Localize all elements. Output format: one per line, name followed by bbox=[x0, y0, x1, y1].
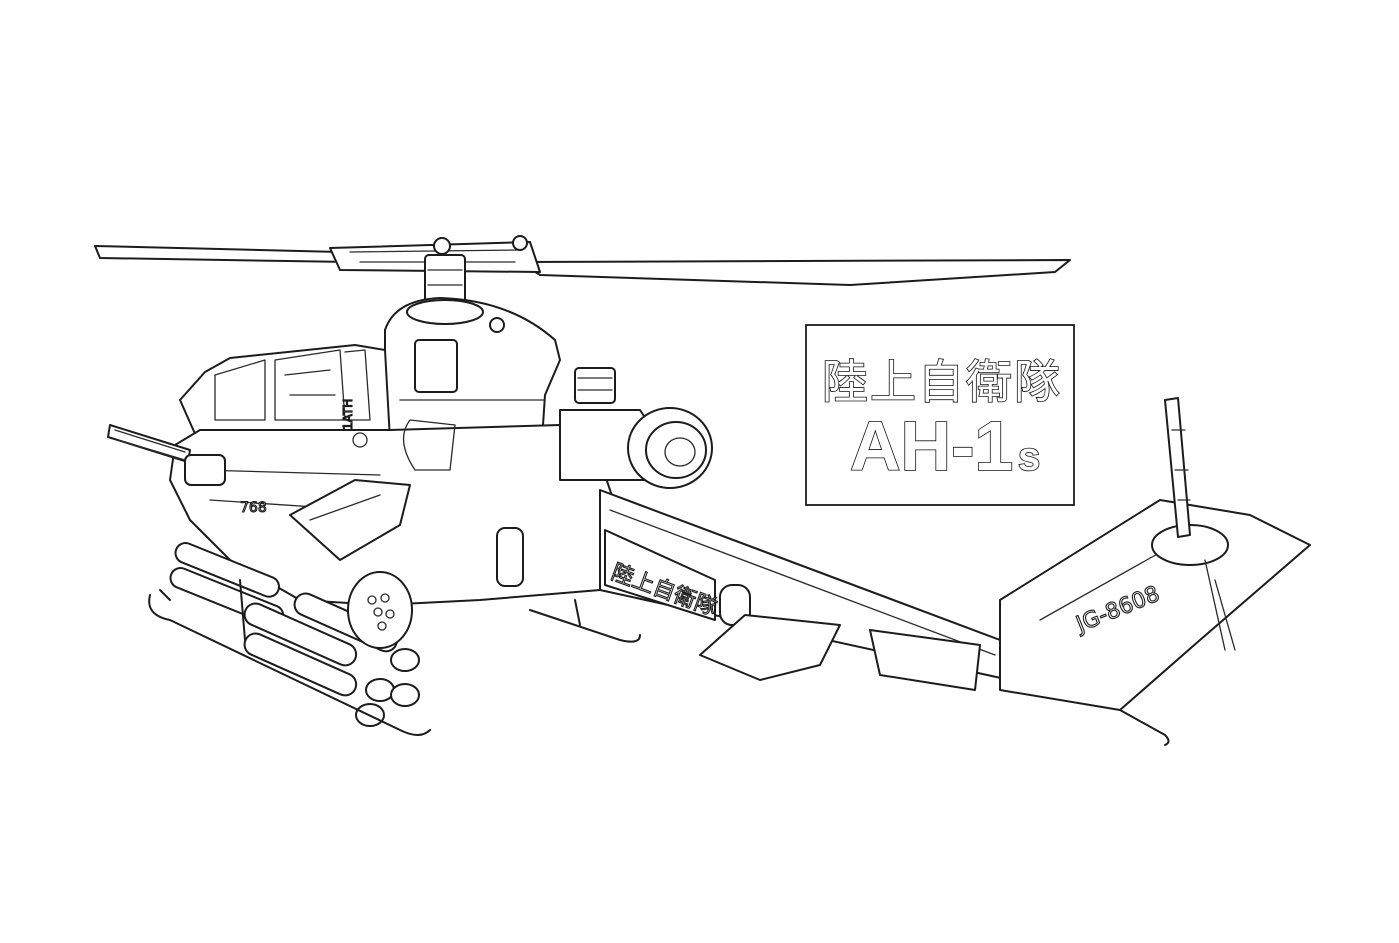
title-model: AH-1 bbox=[850, 407, 1013, 485]
title-model-suffix: s bbox=[1018, 435, 1040, 479]
nose-number-marking: 768 bbox=[240, 500, 267, 516]
tail-boom bbox=[599, 489, 1011, 691]
stub-wing bbox=[289, 479, 411, 561]
weapon-pods bbox=[169, 542, 420, 727]
title-japanese: 陸上自衛隊 bbox=[822, 355, 1062, 409]
title-box: 陸上自衛隊 AH-1 s bbox=[805, 324, 1075, 506]
nose-gun bbox=[107, 424, 226, 486]
tail-fin bbox=[999, 397, 1311, 746]
engine-exhaust bbox=[559, 367, 713, 489]
cockpit-text-marking: 1ATH bbox=[341, 399, 355, 430]
landing-skids bbox=[148, 579, 641, 736]
main-rotor bbox=[94, 235, 1071, 308]
